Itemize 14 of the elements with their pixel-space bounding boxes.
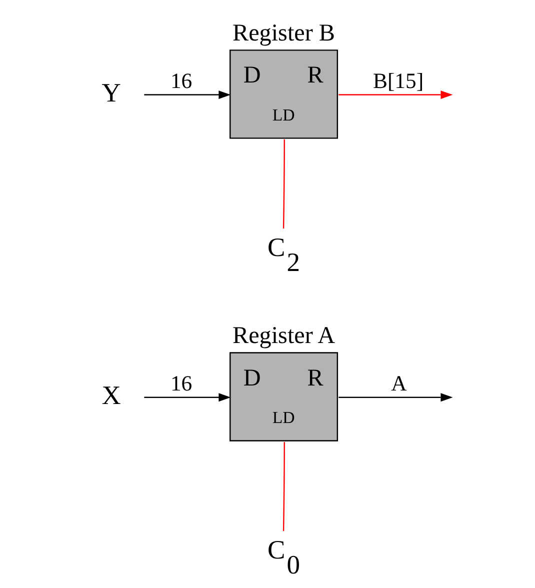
node-text: X <box>102 380 121 410</box>
connector <box>282 442 285 532</box>
connector <box>282 139 285 228</box>
arrow <box>144 393 231 402</box>
node-label: Register A <box>232 323 335 350</box>
node-text: Y <box>102 78 121 108</box>
edge-label: A <box>391 372 407 396</box>
arrow <box>338 90 453 99</box>
edge-label: B[15] <box>372 69 424 94</box>
arrow <box>338 393 453 402</box>
edge-label: 16 <box>170 69 192 94</box>
edge-label: 16 <box>170 372 192 396</box>
arrow <box>144 90 231 99</box>
node-label: Register B <box>232 20 335 47</box>
